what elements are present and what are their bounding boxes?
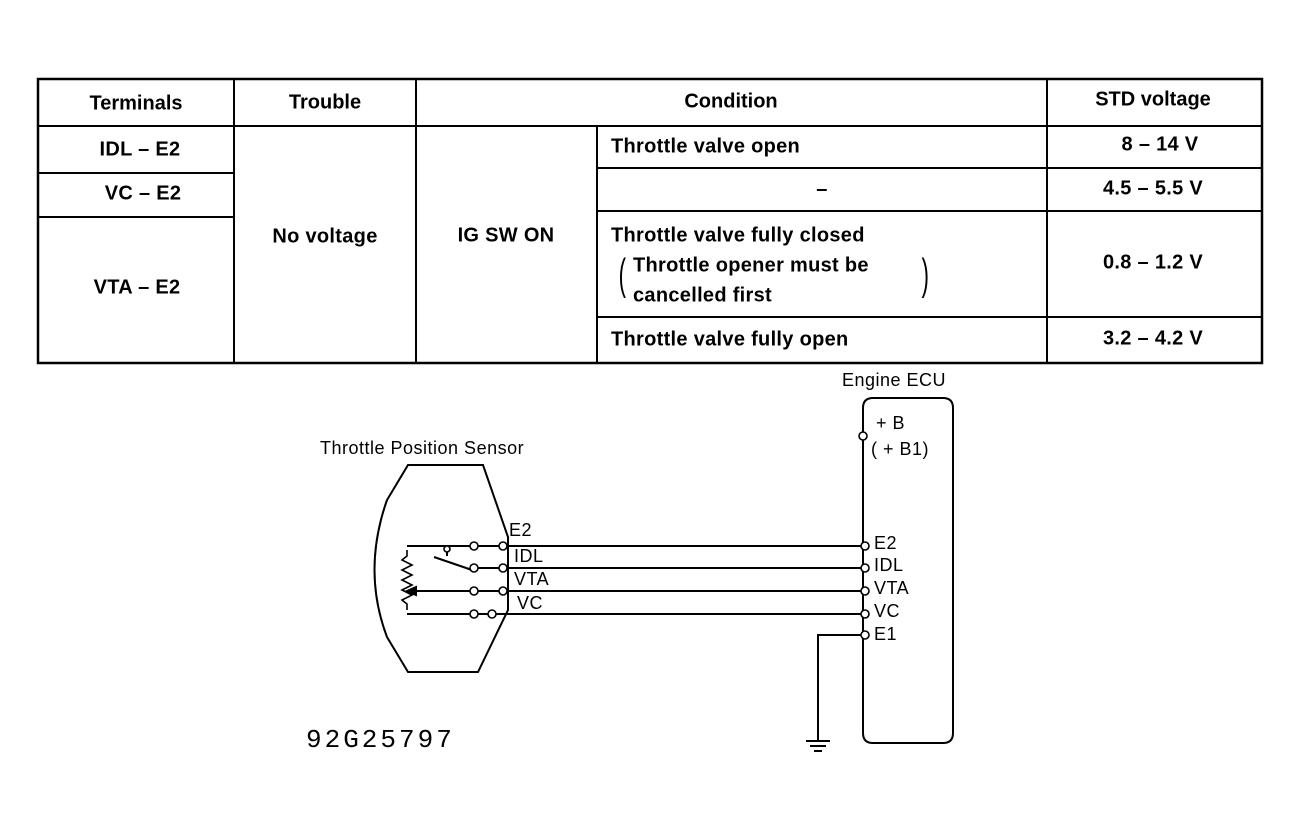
condition-row-2: –	[816, 178, 828, 201]
terminal-vc-e2: VC – E2	[104, 182, 182, 205]
paren-close: )	[921, 250, 929, 299]
ecu-terminal-plus-b: + B	[876, 413, 906, 433]
ecu-title: Engine ECU	[842, 370, 947, 390]
ecu-terminal-plus-b1: ( + B1)	[871, 439, 930, 459]
ecu-terminal-e2: E2	[874, 533, 898, 553]
header-std-voltage: STD voltage	[1095, 88, 1211, 111]
voltage-row-2: 4.5 – 5.5 V	[1102, 177, 1204, 200]
header-condition: Condition	[684, 90, 778, 113]
header-terminals: Terminals	[89, 92, 183, 115]
sensor-terminal-vc: VC	[517, 593, 544, 613]
condition-row-3-note-1: Throttle opener must be	[633, 254, 869, 277]
sensor-terminal-idl: IDL	[514, 546, 544, 566]
sensor-terminal-vta: VTA	[514, 569, 550, 589]
sensor-terminal-e2: E2	[509, 520, 533, 540]
idl-switch-blade	[433, 556, 473, 571]
header-trouble: Trouble	[288, 91, 362, 114]
paren-open: (	[618, 250, 626, 299]
condition-row-3-note-2: cancelled first	[633, 284, 773, 307]
condition-row-3: Throttle valve fully closed	[611, 224, 865, 247]
ecu-terminal-vc: VC	[874, 601, 901, 621]
voltage-row-1: 8 – 14 V	[1121, 133, 1199, 156]
condition-row-1: Throttle valve open	[611, 135, 801, 158]
condition-row-4: Throttle valve fully open	[611, 328, 849, 351]
terminal-vta-e2: VTA – E2	[93, 276, 181, 299]
sensor-body	[373, 464, 509, 673]
condition-ig-sw-on: IG SW ON	[457, 224, 555, 247]
terminal-idl-e2: IDL – E2	[99, 138, 181, 161]
ecu-terminal-idl: IDL	[874, 555, 904, 575]
trouble-value: No voltage	[272, 225, 378, 248]
wire-e1-ground	[817, 634, 861, 741]
ecu-terminal-vta: VTA	[874, 578, 910, 598]
table-border	[36, 77, 1264, 365]
sensor-title: Throttle Position Sensor	[320, 438, 525, 458]
resistor-icon	[400, 550, 414, 610]
voltage-row-4: 3.2 – 4.2 V	[1102, 327, 1204, 350]
ecu-terminal-e1: E1	[874, 624, 898, 644]
figure-code: 92G25797	[306, 725, 455, 755]
ecu-box	[862, 397, 954, 744]
voltage-row-3: 0.8 – 1.2 V	[1102, 251, 1204, 274]
